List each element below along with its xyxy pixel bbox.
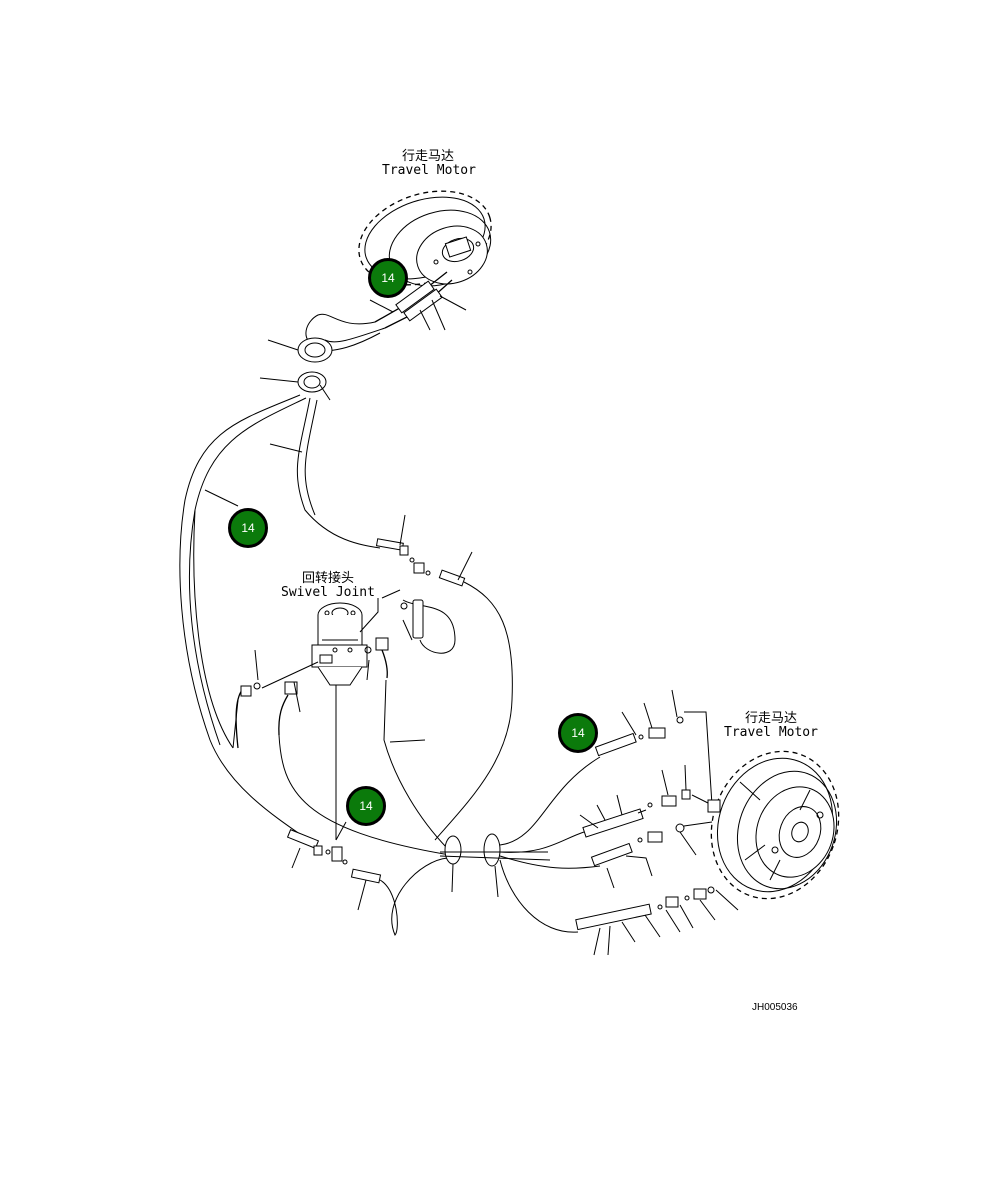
travel-motor-top-label-en: Travel Motor <box>382 163 476 178</box>
callout-marker-14[interactable]: 14 <box>346 786 386 826</box>
callout-marker-14[interactable]: 14 <box>228 508 268 548</box>
swivel-side-fittings <box>235 637 451 856</box>
upper-hose-run <box>179 313 386 849</box>
swivel-joint-label: 回转接头 Swivel Joint <box>280 572 376 600</box>
travel-motor-top <box>358 190 492 331</box>
travel-motor-top-label-cn: 行走马达 <box>401 149 454 164</box>
travel-motor-right <box>707 750 840 900</box>
travel-motor-right-label: 行走马达 Travel Motor <box>724 712 818 740</box>
lower-left-fittings <box>286 821 449 936</box>
travel-motor-right-label-en: Travel Motor <box>724 725 818 740</box>
travel-motor-right-label-cn: 行走马达 <box>744 711 797 726</box>
callout-marker-14[interactable]: 14 <box>368 258 408 298</box>
callout-marker-14[interactable]: 14 <box>558 713 598 753</box>
right-fitting-rows <box>575 689 739 956</box>
upper-fittings <box>375 514 513 841</box>
swivel-joint-label-en: Swivel Joint <box>281 585 375 600</box>
lower-clamps <box>439 756 601 933</box>
swivel-joint <box>311 589 401 840</box>
drawing-code: JH005036 <box>752 1002 798 1013</box>
swivel-joint-label-cn: 回转接头 <box>301 571 354 586</box>
travel-motor-top-label: 行走马达 Travel Motor <box>382 149 476 178</box>
